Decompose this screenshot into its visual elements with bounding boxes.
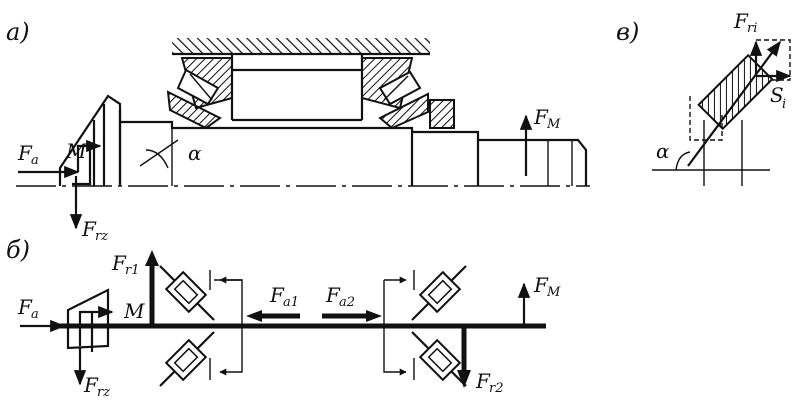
force-fri-arrow [687,40,781,167]
fm-label-b: F [533,273,549,297]
panel-b: б) F a M F rz F r1 [6,236,561,400]
housing-bore [230,54,364,122]
bevel-gear-schematic [66,288,110,350]
panel-a: а) F a [6,18,590,244]
right-bearing-schematic [383,265,467,387]
moment-m-arrow-b [78,305,114,346]
fa1-label: F [269,283,285,307]
panel-v-label: в) [616,18,639,46]
fa-label-b: F [17,295,33,319]
frz-label: F [81,217,97,241]
fr2-label: F [475,369,491,393]
svg-text:r2: r2 [489,381,504,396]
fri-label: F [733,9,749,33]
svg-text:a: a [31,153,39,168]
m-label: M [65,139,87,163]
alpha-label-a: α [188,141,202,165]
svg-text:a2: a2 [339,295,355,310]
si-label: S [770,83,784,107]
panel-v: в) F ri S i α [616,9,792,186]
m-label-b: M [123,299,145,323]
left-bearing-schematic [159,265,243,387]
svg-text:i: i [782,97,786,112]
housing-hatch [172,38,430,54]
fa2-label: F [325,283,341,307]
svg-text:rz: rz [97,385,110,400]
lock-nut [429,99,455,129]
svg-text:a: a [31,307,39,322]
svg-text:a1: a1 [283,295,299,310]
moment-m-arrow [76,139,102,172]
fa-label: F [17,141,33,165]
frz-label-b: F [83,373,99,397]
left-bearing [166,57,233,130]
svg-text:M: M [546,117,561,132]
panel-b-label: б) [6,236,30,264]
right-bearing [361,57,429,130]
panel-a-label: а) [6,18,30,46]
svg-text:M: M [546,285,561,300]
svg-text:rz: rz [95,229,108,244]
alpha-label-v: α [656,139,670,163]
fr1-label: F [111,251,127,275]
svg-text:r1: r1 [125,263,140,278]
fm-label-a: F [533,105,549,129]
svg-text:ri: ri [747,21,757,36]
bevel-gear [58,94,122,186]
